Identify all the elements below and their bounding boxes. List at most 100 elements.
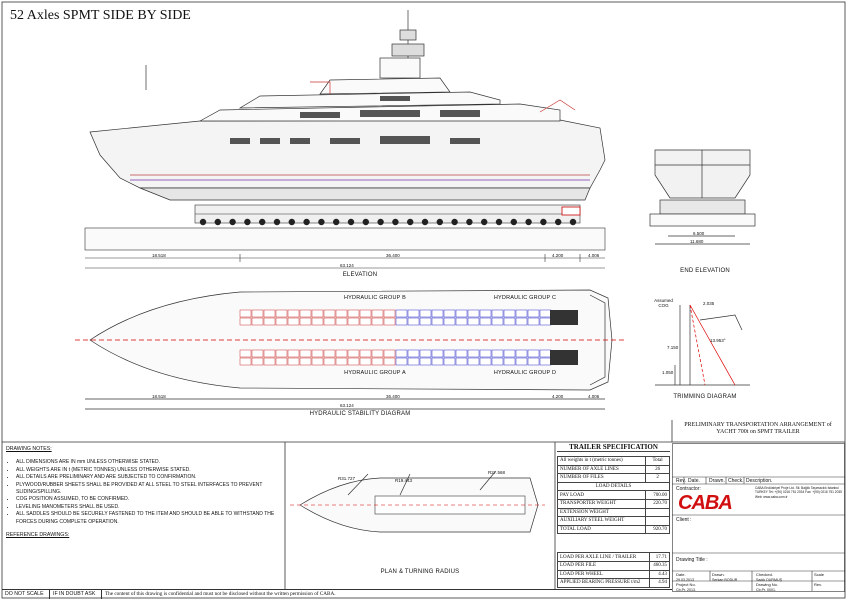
trailer-cell — [335, 357, 348, 366]
trailer-cell — [251, 309, 264, 318]
trailer-cell — [251, 349, 264, 358]
trailer-cell — [431, 349, 444, 358]
trailer-cell — [347, 349, 360, 358]
dim-hyd-b: 36.400 — [386, 394, 400, 399]
trailer-cell — [539, 309, 552, 318]
power-pack — [550, 350, 578, 365]
spec-cell: TOTAL LOAD — [556, 524, 647, 535]
trimming-diagram — [655, 304, 750, 386]
trailer-cell — [299, 317, 312, 326]
wheel — [347, 218, 355, 226]
trailer-cell — [479, 349, 492, 358]
trailer-cell — [527, 317, 540, 326]
trailer-cell — [275, 317, 288, 326]
tb-address: CABA Endüstriyel Proje Ltd. Sti. Bağlık … — [755, 486, 842, 499]
trailer-cell — [287, 357, 300, 366]
wheel — [392, 218, 399, 226]
spec-cell: TRANSPORTER WEIGHT — [556, 498, 647, 509]
trailer-cell — [515, 309, 528, 318]
trailer-cell — [515, 357, 528, 366]
trailer-cell — [515, 349, 528, 358]
label-elevation: ELEVATION — [342, 272, 378, 278]
label-end-elevation: END ELEVATION — [680, 268, 730, 274]
trailer-cell — [263, 317, 276, 326]
spec-load-details: LOAD DETAILS — [557, 481, 670, 492]
trailer-cell — [371, 317, 384, 326]
trailer-cell — [251, 357, 264, 366]
wheel — [407, 218, 414, 226]
notes-heading: DRAWING NOTES: — [6, 446, 52, 452]
tb-description: Description. — [746, 478, 773, 484]
trailer-cell — [275, 349, 288, 358]
trailer-cell — [419, 349, 432, 358]
trailer-cell — [419, 357, 432, 366]
wheel — [318, 218, 325, 226]
trailer-cell — [515, 317, 528, 326]
tb-drawn-value: Serkan BODUR — [712, 578, 738, 582]
dim-elev-b: 36.400 — [386, 253, 400, 258]
trailer-cell — [467, 309, 480, 318]
note-item: ALL SADDLES SHOULD BE SECURELY FASTENED … — [16, 511, 284, 526]
wheel — [244, 218, 251, 226]
wheel — [525, 218, 532, 226]
trailer-cell — [347, 357, 360, 366]
dim-plan-a: R31.727 — [338, 476, 356, 481]
trailer-cell — [311, 317, 324, 326]
trailer-cell — [311, 357, 324, 366]
trailer-cell — [527, 309, 540, 318]
dim-trim-b: 13.953° — [710, 338, 726, 343]
tb-drawn: Drawn. — [709, 478, 725, 484]
trailer-cell — [287, 349, 300, 358]
trailer-cell — [491, 309, 504, 318]
trailer-cell — [371, 349, 384, 358]
trailer-cell — [383, 317, 396, 326]
footer-scale: DO NOT SCALE — [2, 590, 50, 599]
dim-elev-d: 4.006 — [588, 253, 600, 258]
spec-cell: LOAD PER WHEEL — [557, 569, 650, 580]
trailer-cell — [467, 349, 480, 358]
trailer-cell — [395, 357, 408, 366]
trailer-cell — [443, 309, 456, 318]
trailer-cell — [455, 357, 468, 366]
wheel — [362, 218, 369, 226]
trailer-cell — [431, 309, 444, 318]
trailer-cell — [287, 309, 300, 318]
trailer-cell — [299, 309, 312, 318]
spec-cell: NUMBER OF FILES — [556, 473, 647, 483]
dim-elev-total: 63.124 — [340, 263, 354, 268]
spec-cell: APPLIED BEARING PRESSURE t/m2 — [557, 578, 650, 588]
trailer-cell — [539, 349, 552, 358]
spec-header-right: Total — [645, 456, 670, 466]
dim-trim-c: 7.150 — [667, 345, 679, 350]
trailer-cell — [263, 309, 276, 318]
trailer-cell — [311, 309, 324, 318]
tb-date-value: 29.03.2013 — [676, 578, 694, 582]
trailer-cell — [503, 317, 516, 326]
spec-cell: LOAD PER FILE — [557, 560, 650, 571]
tb-check: Check. — [728, 478, 744, 484]
spec-title: TRAILER SPECIFICATION — [557, 443, 670, 452]
hydraulic-trailer-cells — [239, 309, 578, 366]
trailer-cell — [359, 309, 372, 318]
trailer-cell — [443, 357, 456, 366]
trailer-cell — [539, 317, 552, 326]
trailer-cell — [407, 309, 420, 318]
wheel — [214, 218, 221, 226]
footer-doubt: IF IN DOUBT ASK — [50, 590, 102, 599]
wheel — [569, 218, 577, 226]
tb-date: Date. — [688, 478, 700, 484]
wheel — [495, 218, 503, 226]
dim-trim-a: 2.035 — [703, 301, 715, 306]
spec-cell: AUXILIARY STEEL WEIGHT — [556, 516, 647, 526]
caba-mark — [561, 206, 581, 216]
dim-hyd-d: 4.006 — [588, 394, 600, 399]
trailer-cell — [395, 309, 408, 318]
trailer-cell — [323, 317, 336, 326]
trailer-cell — [335, 349, 348, 358]
tb-rev-label: Rev. — [814, 582, 822, 587]
spmt-wheels — [199, 218, 577, 226]
trailer-cell — [491, 357, 504, 366]
tb-checked-label: Checked. — [756, 572, 773, 577]
yacht-elevation — [89, 10, 606, 201]
